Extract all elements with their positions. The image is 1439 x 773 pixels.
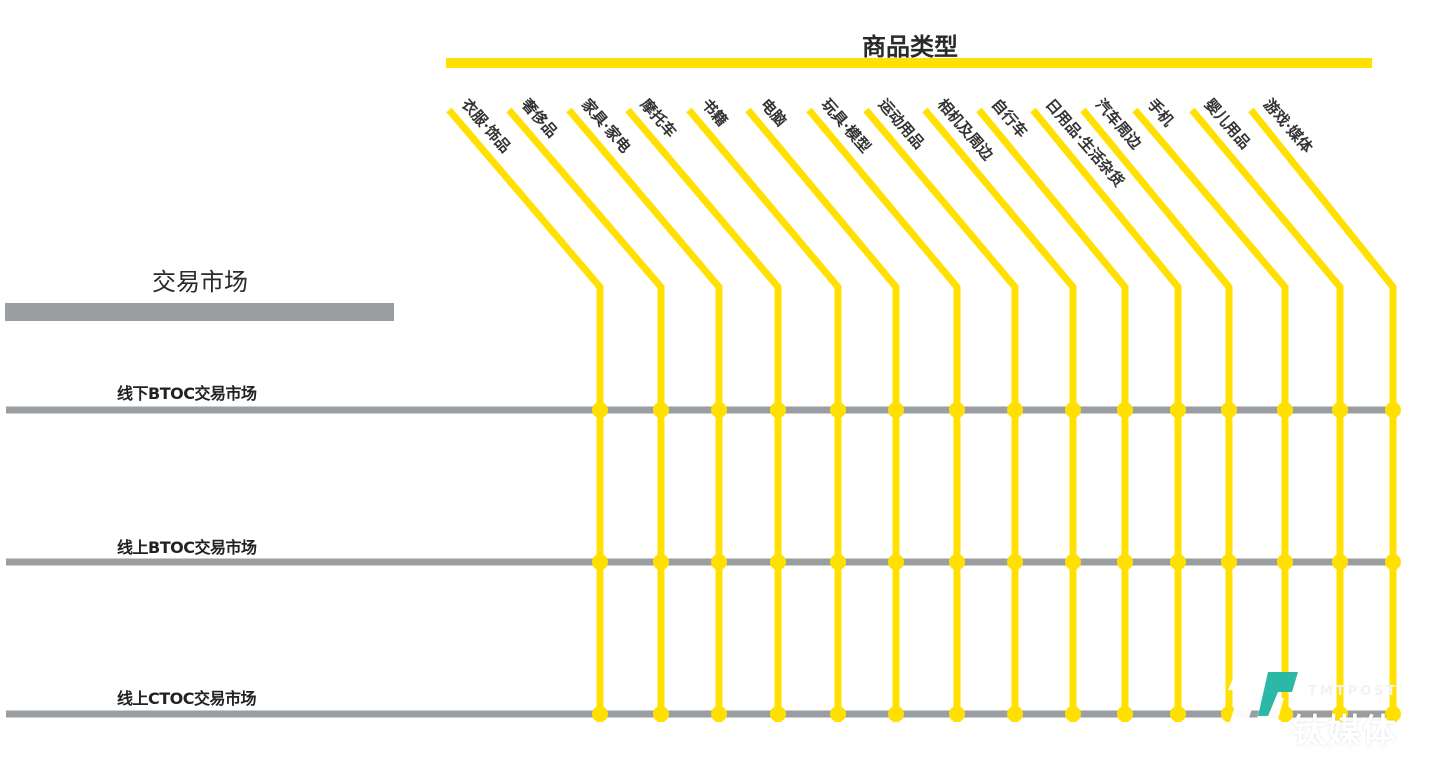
category-line xyxy=(625,107,782,722)
intersection-dot xyxy=(711,402,727,418)
intersection-dot xyxy=(1332,402,1348,418)
intersection-dot xyxy=(830,706,846,722)
category-line xyxy=(1248,107,1397,722)
market-line xyxy=(6,558,1400,566)
intersection-dot xyxy=(1065,706,1081,722)
intersection-dot xyxy=(1221,554,1237,570)
intersection-dot xyxy=(1277,554,1293,570)
intersection-dot xyxy=(770,402,786,418)
intersection-dot xyxy=(653,554,669,570)
intersection-dot xyxy=(653,706,669,722)
intersection-dot xyxy=(1007,554,1023,570)
intersection-dot xyxy=(1385,554,1401,570)
intersection-dot xyxy=(1385,402,1401,418)
intersection-dot xyxy=(830,402,846,418)
intersection-dot xyxy=(1332,554,1348,570)
category-line xyxy=(1080,107,1233,722)
intersection-dot xyxy=(770,706,786,722)
category-line xyxy=(1189,107,1344,722)
intersection-dot xyxy=(1007,402,1023,418)
category-line xyxy=(1030,107,1182,722)
intersection-dot xyxy=(888,402,904,418)
intersection-dot xyxy=(592,706,608,722)
intersection-dot xyxy=(1117,402,1133,418)
intersection-dot xyxy=(1117,554,1133,570)
tmtpost-logo-icon xyxy=(1224,672,1298,740)
category-line xyxy=(686,107,842,722)
intersection-dot xyxy=(1277,706,1293,722)
intersection-dot xyxy=(592,402,608,418)
category-line xyxy=(745,107,900,722)
category-header-bar xyxy=(446,58,1372,68)
market-label-online-btoc: 线上BTOC交易市场 xyxy=(117,538,257,557)
category-line xyxy=(806,107,961,722)
category-line xyxy=(976,107,1129,722)
intersection-dot xyxy=(1007,706,1023,722)
intersection-dot xyxy=(711,554,727,570)
category-line xyxy=(1132,107,1289,722)
intersection-dot xyxy=(592,554,608,570)
intersection-dot xyxy=(1332,706,1348,722)
market-title: 交易市场 xyxy=(152,268,248,296)
intersection-dot xyxy=(770,554,786,570)
intersection-dot xyxy=(949,402,965,418)
intersection-dot xyxy=(1170,554,1186,570)
category-line xyxy=(506,107,665,722)
intersection-dot xyxy=(830,554,846,570)
category-line xyxy=(863,107,1019,722)
market-label-offline-btoc: 线下BTOC交易市场 xyxy=(117,384,257,403)
intersection-dot xyxy=(1221,402,1237,418)
market-line xyxy=(6,710,1400,718)
market-header-bar xyxy=(5,303,394,321)
intersection-dot xyxy=(711,706,727,722)
category-line xyxy=(566,107,723,722)
intersection-dot xyxy=(949,706,965,722)
intersection-dot xyxy=(1065,554,1081,570)
intersection-dot xyxy=(1170,706,1186,722)
category-line xyxy=(922,107,1077,722)
market-line xyxy=(6,406,1400,414)
intersection-dot xyxy=(888,706,904,722)
intersection-dot xyxy=(949,554,965,570)
category-title: 商品类型 xyxy=(862,32,958,61)
intersection-dot xyxy=(1385,706,1401,722)
market-label-online-ctoc: 线上CTOC交易市场 xyxy=(117,689,257,708)
logo-text-cn: 钛媒体 xyxy=(1292,712,1397,752)
logo-text-en: TMTPOST xyxy=(1308,684,1399,699)
intersection-dot xyxy=(1170,402,1186,418)
intersection-dot xyxy=(888,554,904,570)
intersection-dot xyxy=(1065,402,1081,418)
category-line xyxy=(446,107,604,722)
intersection-dot xyxy=(653,402,669,418)
intersection-dot xyxy=(1117,706,1133,722)
intersection-dot xyxy=(1277,402,1293,418)
